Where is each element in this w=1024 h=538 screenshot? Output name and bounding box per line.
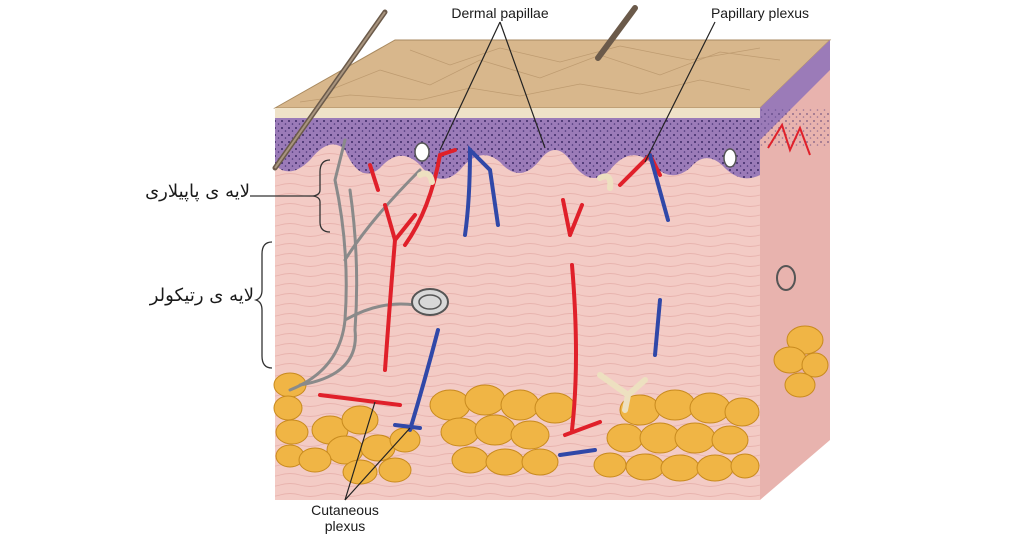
veins	[393, 145, 670, 457]
label-cutaneous-plexus-line2: plexus	[324, 518, 366, 534]
fat-lobules	[273, 372, 760, 485]
label-papillary-layer: لایه ی پاپیلاری	[145, 181, 250, 202]
lamellated-corpuscle	[411, 288, 449, 316]
reticular-layer-bracket	[253, 241, 273, 369]
label-cutaneous-plexus-line1: Cutaneous	[311, 502, 379, 518]
nerve	[288, 138, 422, 392]
label-papillary-plexus: Papillary plexus	[710, 5, 810, 21]
label-dermal-papillae: Dermal papillae	[451, 5, 549, 21]
hair-center	[595, 5, 638, 61]
label-reticular-layer: لایه ی رتیکولر	[149, 285, 254, 306]
